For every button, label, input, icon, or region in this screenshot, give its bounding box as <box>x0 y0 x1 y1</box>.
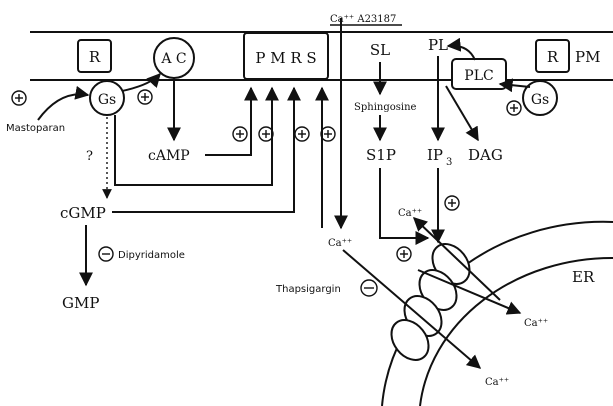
adenylate-cyclase: A C <box>154 38 194 78</box>
ca-cyto-label: Ca⁺⁺ <box>328 238 352 249</box>
plc-label: PLC <box>464 68 493 84</box>
gs-to-pmrs-arrow <box>115 88 272 185</box>
gs-plc-plus <box>507 101 521 115</box>
cgmp-label: cGMP <box>60 204 106 222</box>
gs-left: Gs <box>90 81 124 115</box>
thapsigargin-label: Thapsigargin <box>275 284 341 295</box>
receptor-left-label: R <box>89 48 101 66</box>
ca-ionophore-label: Ca⁺⁺ A23187 <box>330 14 396 25</box>
gmp-label: GMP <box>62 294 99 312</box>
mastoparan-plus <box>12 91 26 105</box>
ip3-sub-label: 3 <box>446 157 452 168</box>
mastoparan-label: Mastoparan <box>6 123 65 134</box>
ac-label: A C <box>160 51 186 67</box>
pm-label: PM <box>575 48 600 66</box>
ip3-er-plus <box>445 196 459 210</box>
gs-pmrs-plus <box>259 127 273 141</box>
thapsigargin-minus <box>361 280 377 296</box>
dag-label: DAG <box>468 146 503 164</box>
er-label: ER <box>572 268 595 286</box>
ca-pmrs-plus <box>321 127 335 141</box>
dipyridamole-minus <box>99 247 113 261</box>
ip3-label: IP <box>427 146 443 164</box>
receptor-right: R <box>536 40 569 72</box>
gs-left-label: Gs <box>98 92 116 108</box>
gs-right-label: Gs <box>531 92 549 108</box>
camp-label: cAMP <box>148 148 190 164</box>
ca-er-top-label: Ca⁺⁺ <box>398 208 422 219</box>
camp-plus-1 <box>233 127 247 141</box>
cgmp-to-pmrs-arrow <box>112 88 294 212</box>
unknown-label: ? <box>86 149 93 164</box>
s1p-to-er-arrow <box>380 168 428 238</box>
cgmp-plus <box>295 127 309 141</box>
gs-ac-plus <box>138 90 152 104</box>
sl-label: SL <box>370 41 390 59</box>
mastoparan-arrow <box>38 94 88 120</box>
receptor-left: R <box>78 40 111 72</box>
camp-to-pmrs-arrow <box>205 88 251 155</box>
s1p-er-plus <box>397 247 411 261</box>
gs-to-ac-arrow <box>122 74 160 91</box>
dipyridamole-label: Dipyridamole <box>118 250 185 261</box>
ca-er-right-label: Ca⁺⁺ <box>524 318 548 329</box>
pl-label: PL <box>428 36 448 54</box>
receptor-right-label: R <box>547 48 559 66</box>
plc-to-pl-arrow <box>448 46 475 60</box>
pmrs: P M R S <box>244 33 328 79</box>
s1p-label: S1P <box>366 146 396 164</box>
pmrs-label: P M R S <box>255 49 316 67</box>
sphingosine-label: Sphingosine <box>354 102 417 113</box>
ca-er-bottom-label: Ca⁺⁺ <box>485 377 509 388</box>
plc: PLC <box>452 59 506 89</box>
pl-to-dag-arrow <box>446 86 478 140</box>
